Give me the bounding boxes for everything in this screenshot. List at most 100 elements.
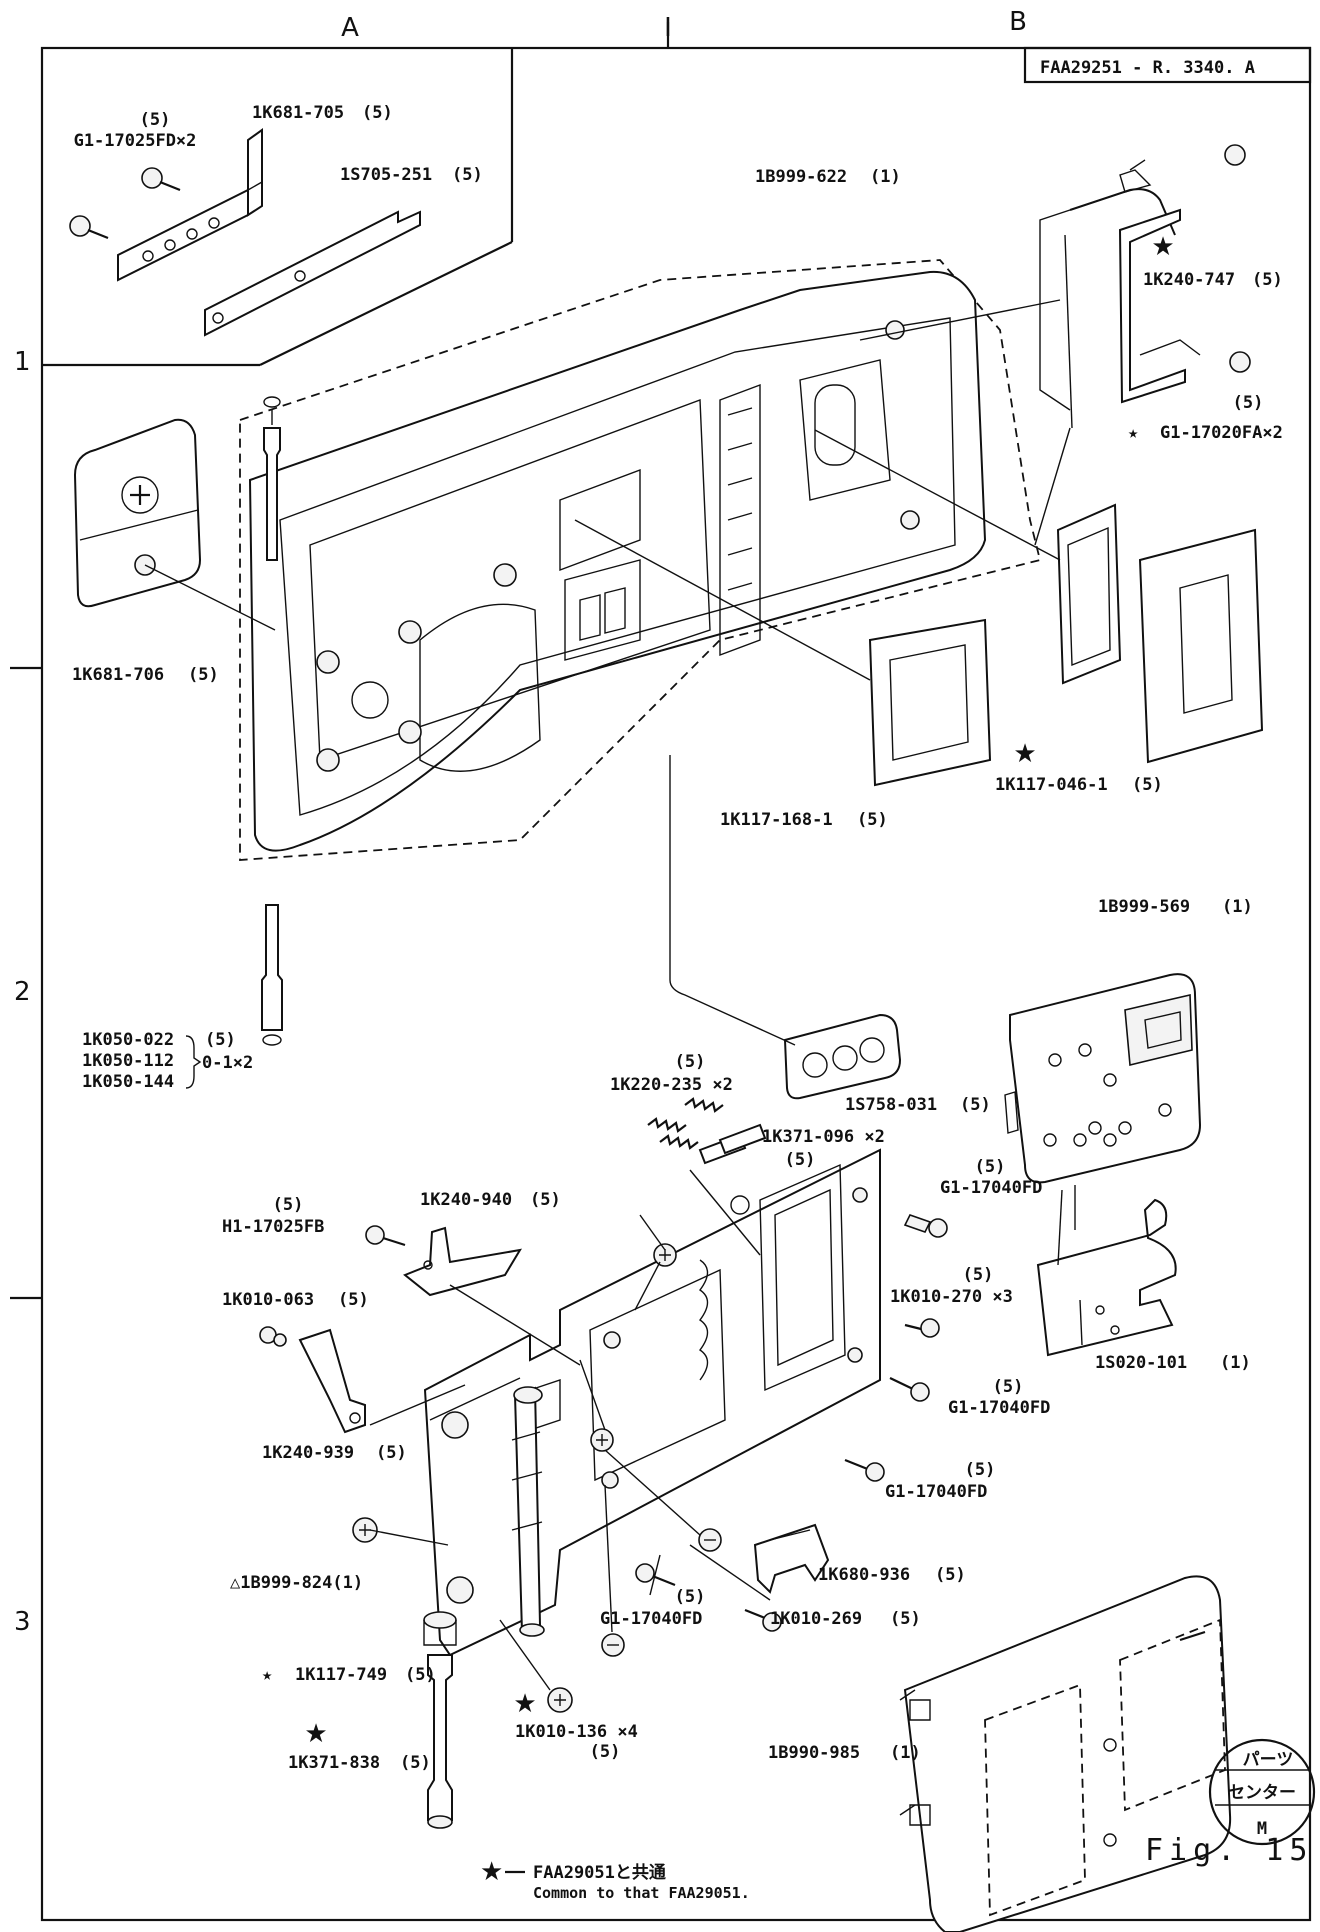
part-label-1b999-622: 1B999-622 (1) (755, 167, 901, 187)
strap-bracket-1k240-747 (1039, 144, 1251, 429)
connector-1s758-031 (669, 755, 902, 1100)
svg-text:(5): (5) (400, 1753, 431, 1773)
window-glass (814, 429, 1122, 685)
column-label-mid: I (664, 13, 672, 43)
part-label-1k117-749: ★ 1K117-749 (5) (262, 1665, 436, 1685)
part-label-g1-17020fa: (5) ★ G1-17020FA×2 (1128, 393, 1283, 443)
svg-text:1S020-101: 1S020-101 (1095, 1353, 1187, 1373)
svg-text:1K680-936: 1K680-936 (818, 1565, 910, 1585)
part-label-g1-17025fd: (5) G1-17025FD×2 (74, 110, 197, 151)
svg-text:1S705-251: 1S705-251 (340, 165, 432, 185)
bracket-1k240-939 (298, 1328, 466, 1434)
svg-text:(5): (5) (140, 110, 171, 130)
part-label-1s758-031: 1S758-031 (5) (845, 1095, 991, 1115)
svg-text:1K371-838: 1K371-838 (288, 1753, 380, 1773)
svg-text:(5): (5) (362, 103, 393, 123)
svg-text:(5): (5) (975, 1157, 1006, 1177)
svg-text:★: ★ (304, 1719, 327, 1749)
pcb-1s020-101 (1036, 1198, 1177, 1357)
svg-text:(5): (5) (890, 1609, 921, 1629)
rod-1k371-838 (423, 1611, 457, 1829)
part-label-1k371-838: ★ 1K371-838 (5) (288, 1719, 431, 1773)
shaft-assembly (511, 1386, 545, 1637)
part-label-1b999-569: 1B999-569 (1) (1098, 897, 1253, 917)
svg-text:(5): (5) (188, 665, 219, 685)
svg-text:(5): (5) (1252, 270, 1283, 290)
cover-plate-1k681-706 (73, 418, 276, 631)
svg-text:Common to that FAA29051.: Common to that FAA29051. (533, 1884, 750, 1902)
svg-text:(5): (5) (273, 1195, 304, 1215)
part-label-g1-17040fd-d: (5) G1-17040FD (600, 1587, 705, 1629)
svg-text:パーツ: パーツ (1243, 1750, 1294, 1770)
part-label-1k680-936: 1K680-936 (5) (818, 1565, 966, 1585)
svg-text:1B999-569: 1B999-569 (1098, 897, 1190, 917)
part-label-1k371-096: 1K371-096 ×2 (5) (762, 1127, 885, 1170)
part-label-1k240-747: ★ 1K240-747 (5) (1143, 232, 1283, 290)
svg-text:G1-17040FD: G1-17040FD (948, 1398, 1050, 1418)
svg-text:★: ★ (262, 1665, 272, 1685)
svg-text:1K240-940: 1K240-940 (420, 1190, 512, 1210)
svg-text:1K010-270 ×3: 1K010-270 ×3 (890, 1287, 1013, 1307)
svg-text:(5): (5) (1233, 393, 1264, 413)
part-label-1k050-oring: 1K050-022 1K050-112 1K050-144 (5) 0-1×2 (82, 1030, 253, 1092)
column-label-a: A (341, 13, 359, 43)
screw-icon (69, 167, 181, 240)
svg-text:1K240-939: 1K240-939 (262, 1443, 354, 1463)
svg-text:★: ★ (1128, 423, 1138, 443)
svg-text:H1-17025FB: H1-17025FB (222, 1217, 324, 1237)
svg-text:G1-17040FD: G1-17040FD (940, 1178, 1042, 1198)
part-label-g1-17040fd-b: (5) G1-17040FD (948, 1377, 1050, 1418)
svg-text:1K010-136 ×4: 1K010-136 ×4 (515, 1722, 638, 1742)
inset-bracket-assembly (69, 128, 421, 337)
svg-text:0-1×2: 0-1×2 (202, 1053, 253, 1073)
svg-text:1K050-112: 1K050-112 (82, 1051, 174, 1071)
svg-text:(5): (5) (993, 1377, 1024, 1397)
svg-text:1K220-235 ×2: 1K220-235 ×2 (610, 1075, 733, 1095)
svg-text:(1): (1) (890, 1743, 921, 1763)
part-label-1k240-939: 1K240-939 (5) (262, 1443, 407, 1463)
svg-text:(1): (1) (1220, 1353, 1251, 1373)
part-label-1k010-063: 1K010-063 (5) (222, 1290, 369, 1310)
svg-text:1S758-031: 1S758-031 (845, 1095, 937, 1115)
svg-text:1K681-705: 1K681-705 (252, 103, 344, 123)
svg-text:(1): (1) (870, 167, 901, 187)
svg-text:1K050-144: 1K050-144 (82, 1072, 174, 1092)
cover-panel-1b990-985 (899, 1575, 1232, 1932)
svg-text:(5): (5) (963, 1265, 994, 1285)
svg-text:(5): (5) (205, 1030, 236, 1050)
part-label-g1-17040fd-c: (5) G1-17040FD (885, 1460, 995, 1502)
clip-1k680-936 (753, 1523, 830, 1594)
part-label-1k681-705: 1K681-705 (5) (252, 103, 393, 123)
row-marker-2: 2 (14, 977, 31, 1007)
svg-text:1K371-096 ×2: 1K371-096 ×2 (762, 1127, 885, 1147)
svg-text:★: ★ (1013, 739, 1036, 769)
svg-text:1K117-168-1: 1K117-168-1 (720, 810, 833, 830)
svg-text:(5): (5) (960, 1095, 991, 1115)
svg-text:1K010-269: 1K010-269 (770, 1609, 862, 1629)
svg-text:1K117-046-1: 1K117-046-1 (995, 775, 1108, 795)
row-marker-3: 3 (14, 1607, 31, 1637)
part-label-h1-17025fb: (5) H1-17025FB (222, 1195, 324, 1237)
part-label-1k010-270: (5) 1K010-270 ×3 (890, 1265, 1013, 1307)
svg-text:△1B999-824(1): △1B999-824(1) (230, 1573, 363, 1593)
guide-pin-icon (261, 396, 283, 1046)
part-label-1k681-706: 1K681-706 (5) (72, 665, 219, 685)
svg-text:G1-17020FA×2: G1-17020FA×2 (1160, 423, 1283, 443)
svg-text:(5): (5) (1132, 775, 1163, 795)
svg-text:G1-17025FD×2: G1-17025FD×2 (74, 131, 197, 151)
footnote: ★ FAA29051と共通 Common to that FAA29051. (480, 1857, 750, 1902)
svg-text:★: ★ (1151, 232, 1174, 262)
pin-1k371-096-icon (698, 1123, 767, 1165)
parts-center-stamp: パーツ センター M (1208, 1738, 1316, 1846)
gasket-1k117-046-1 (1138, 528, 1264, 764)
svg-text:(5): (5) (452, 165, 483, 185)
part-label-1k010-269: 1K010-269 (5) (770, 1609, 921, 1629)
svg-text:1K010-063: 1K010-063 (222, 1290, 314, 1310)
svg-text:(1): (1) (1222, 897, 1253, 917)
svg-text:(5): (5) (785, 1150, 816, 1170)
svg-text:M: M (1257, 1819, 1267, 1839)
svg-text:1K117-749: 1K117-749 (295, 1665, 387, 1685)
svg-text:G1-17040FD: G1-17040FD (600, 1609, 702, 1629)
spring-icon (647, 1097, 724, 1150)
